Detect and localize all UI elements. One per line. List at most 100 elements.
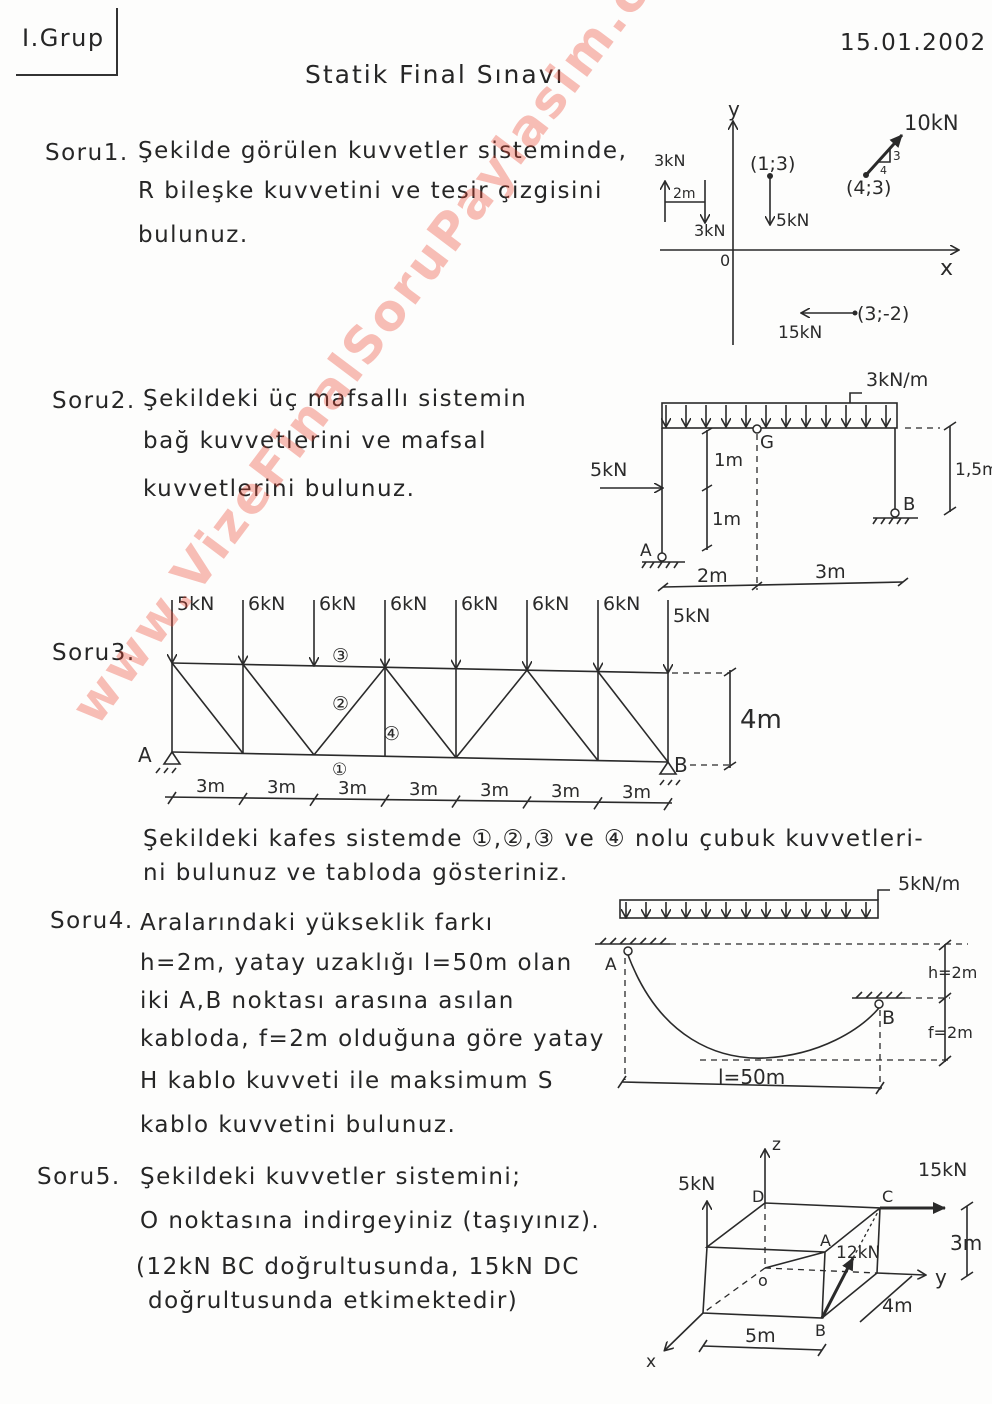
dim-f-2m: f=2m: [928, 1023, 973, 1042]
load-3kn-m-label: 3kN/m: [866, 369, 928, 391]
bottom-chord: [171, 751, 669, 763]
load-label: 6kN: [603, 593, 640, 615]
support-b: [872, 517, 918, 525]
span-label: 3m: [480, 780, 509, 801]
dim-1m-bottom: 1m: [712, 509, 741, 530]
support-b-label: B: [674, 753, 688, 777]
point-4-3: (4;3): [846, 177, 891, 199]
point-a-label: A: [605, 955, 617, 975]
point-d-label: D: [752, 1187, 764, 1206]
support-b: [658, 760, 681, 786]
dim-5m: 5m: [745, 1325, 776, 1347]
truss-diagonal: [455, 669, 528, 759]
dim-l-50m: l=50m: [718, 1065, 785, 1089]
force-15kn-label: 15kN: [918, 1159, 967, 1181]
q2-line: kuvvetlerini bulunuz.: [143, 476, 416, 502]
q4-line: kablo kuvvetini bulunuz.: [140, 1112, 457, 1138]
exam-date: 15.01.2002: [840, 30, 987, 56]
q4-label: Soru4.: [50, 908, 134, 934]
hinge-g: [752, 424, 762, 434]
span-label: 3m: [196, 776, 225, 797]
dim-h-2m: h=2m: [928, 963, 977, 982]
q5-figure: z y x o A B C D 5kN 15kN 12kN 3m 5m 4m: [646, 1135, 982, 1372]
span-label: 3m: [267, 777, 296, 798]
point-1-3: (1;3): [750, 153, 795, 175]
dim-1-5m: 1,5m: [955, 460, 992, 480]
member-4-label: ④: [383, 723, 400, 745]
origin-label: 0: [720, 251, 730, 270]
q2-label: Soru2.: [52, 388, 136, 414]
member-1-label: ①: [332, 760, 347, 780]
q1-line: bulunuz.: [138, 222, 249, 248]
dim-4m: 4m: [882, 1295, 913, 1317]
load-5kn-m-label: 5kN/m: [898, 873, 960, 895]
load-label: 5kN: [673, 605, 710, 627]
group-label: I.Grup: [22, 24, 105, 52]
q5-line: doğrultusunda etkimektedir): [148, 1288, 519, 1314]
truss-diagonal: [242, 663, 315, 756]
point-3-m2: (3;-2): [857, 303, 909, 325]
line-oa: [764, 1251, 826, 1269]
x-axis-label: x: [940, 256, 953, 281]
dim-3m: 3m: [815, 561, 846, 583]
span-label: 3m: [409, 779, 438, 800]
width-dimension: [662, 581, 904, 588]
q1-label: Soru1.: [45, 140, 129, 166]
load-label: 6kN: [461, 593, 498, 615]
dim-1m-top: 1m: [714, 450, 743, 471]
couple-up-label: 3kN: [654, 151, 685, 170]
truss-diagonal: [526, 669, 599, 762]
slope-horizontal: 4: [880, 164, 887, 177]
support-b: [852, 991, 905, 999]
point-c-label: C: [882, 1187, 893, 1206]
truss-diagonal: [313, 666, 386, 756]
slope-triangle: [878, 149, 891, 163]
hinge-label: G: [760, 432, 774, 453]
support-a: [641, 561, 685, 569]
truss-diagonal: [384, 666, 457, 759]
q5-line: O noktasına indirgeyiniz (taşıyınız).: [140, 1208, 601, 1234]
span-dimension: [621, 1081, 883, 1089]
truss-diagonal: [171, 662, 244, 754]
y-label: y: [935, 1265, 947, 1289]
force-12kn-arrow: [820, 1257, 855, 1319]
load-label: 5kN: [177, 593, 214, 615]
support-b-label: B: [903, 494, 915, 515]
dim-2m: 2m: [697, 565, 728, 587]
q5-line: Şekildeki kuvvetler sistemini;: [140, 1164, 522, 1190]
support-a: [595, 937, 670, 945]
q5-line: (12kN BC doğrultusunda, 15kN DC: [136, 1254, 580, 1280]
truss-diagonal: [597, 671, 669, 763]
dim-4m: 4m: [740, 705, 782, 735]
q1-line: Şekilde görülen kuvvetler sisteminde,: [138, 138, 628, 164]
support-a-label: A: [640, 541, 652, 561]
couple-arm-label: 2m: [673, 186, 696, 202]
y-axis: [876, 1273, 925, 1275]
y-axis-label: y: [728, 97, 740, 121]
cable-curve: [627, 954, 880, 1059]
point-b-label: B: [815, 1321, 826, 1340]
load-label: 6kN: [532, 593, 569, 615]
exam-title: Statik Final Sınavı: [305, 60, 565, 89]
q3-label: Soru3.: [52, 640, 136, 666]
x-axis: [665, 1312, 704, 1350]
force-15kn-label: 15kN: [778, 323, 822, 343]
q3-line: ni bulunuz ve tabloda gösteriniz.: [143, 860, 569, 886]
z-label: z: [772, 1135, 781, 1155]
couple-down-label: 3kN: [694, 221, 725, 240]
q3-line: Şekildeki kafes sistemde ①,②,③ ve ④ nolu…: [143, 826, 925, 852]
q4-line: kabloda, f=2m olduğuna göre yatay: [140, 1026, 605, 1052]
load-label: 6kN: [319, 593, 356, 615]
point-b-label: B: [882, 1007, 895, 1029]
q4-line: H kablo kuvveti ile maksimum S: [140, 1068, 554, 1094]
load-label: 6kN: [248, 593, 285, 615]
top-chord: [171, 662, 669, 674]
q4-line: Aralarındaki yükseklik farkı: [140, 910, 494, 936]
span-label: 3m: [338, 778, 367, 799]
point-a-label: A: [820, 1231, 831, 1250]
member-3-label: ③: [332, 645, 349, 667]
slope-vertical: 3: [893, 149, 901, 163]
distributed-load: [661, 402, 898, 429]
